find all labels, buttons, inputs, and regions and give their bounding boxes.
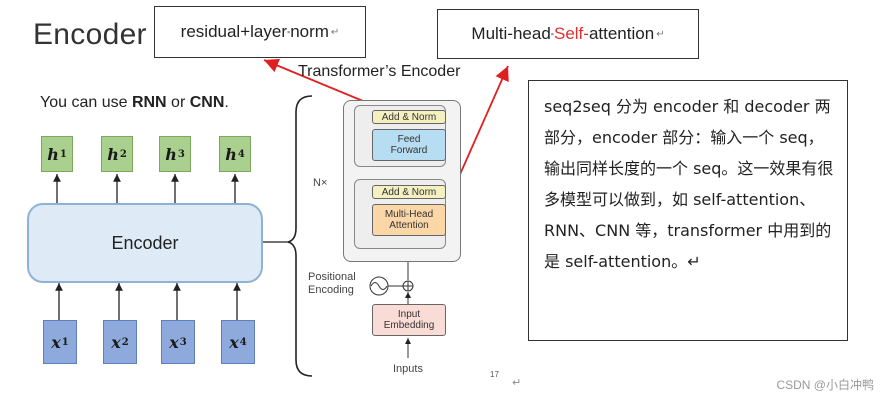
subtitle-prefix: You can use: [40, 94, 132, 111]
subtitle-or: or: [166, 94, 190, 111]
input-embedding-block: Input Embedding: [372, 304, 446, 336]
callout-left-text2: norm: [290, 22, 329, 41]
brace: [287, 95, 313, 377]
pos-line-1: Positional: [308, 271, 356, 283]
multi-head-attention-block: Multi-Head Attention: [372, 204, 446, 236]
watermark: CSDN @小白冲鸭: [776, 378, 874, 392]
callout-right-dot: ▪: [550, 29, 554, 39]
page-title: Encoder: [33, 18, 147, 51]
callout-right-highlight: Self-: [553, 24, 589, 43]
nx-label: N×: [313, 177, 328, 189]
page-number: 17: [490, 370, 499, 379]
add-norm-bottom: Add & Norm: [372, 185, 446, 199]
subtitle-suffix: .: [224, 94, 229, 111]
explanation-note: seq2seq 分为 encoder 和 decoder 两部分，encoder…: [528, 80, 848, 341]
mha-line-2: Attention: [389, 220, 429, 231]
subtitle-cnn: CNN: [189, 94, 225, 111]
transformer-title: Transformer’s Encoder: [298, 63, 461, 80]
callout-residual-layer-norm: residual+layer▪norm↵: [154, 6, 366, 58]
encoder-block: Encoder: [27, 203, 263, 283]
inputs-label: Inputs: [393, 363, 423, 375]
callout-left-text: residual+layer: [180, 22, 287, 41]
callout-right-text2: attention: [588, 24, 655, 43]
emb-line-1: Input: [397, 309, 421, 320]
callout-left-mark: ↵: [330, 26, 340, 38]
diagram-subtitle: You can use RNN or CNN.: [40, 94, 229, 112]
ffn-line-1: Feed: [397, 134, 421, 145]
callout-left-dot: ▪: [286, 27, 291, 37]
feed-forward-block: Feed Forward: [372, 129, 446, 161]
add-norm-top: Add & Norm: [372, 110, 446, 124]
ffn-line-2: Forward: [390, 145, 428, 156]
positional-encoding-label: Positional Encoding: [308, 271, 356, 297]
paragraph-mark: ↵: [512, 377, 522, 389]
callout-right-text: Multi-head: [471, 24, 551, 43]
callout-multi-head-self-attention: Multi-head▪Self-attention↵: [437, 9, 699, 59]
emb-line-2: Embedding: [383, 320, 435, 331]
callout-right-mark: ↵: [656, 28, 665, 40]
subtitle-rnn: RNN: [131, 94, 167, 111]
pos-line-2: Encoding: [308, 284, 354, 296]
mha-line-1: Multi-Head: [384, 209, 434, 220]
